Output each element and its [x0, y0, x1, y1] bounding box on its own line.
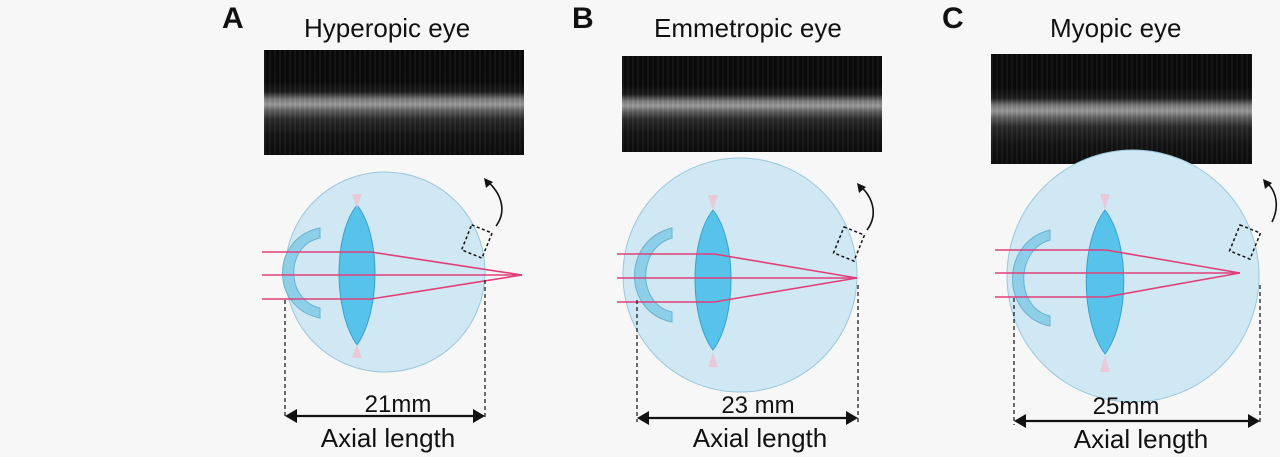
panel-emmetropic: B Emmetropic eye 23 mm Axial length	[572, 2, 882, 453]
axial-length-value: 25mm	[1092, 393, 1160, 420]
ciliary-marker-top	[1100, 194, 1110, 210]
axial-length-label: Axial length	[1073, 424, 1209, 454]
rotate-arrow-icon	[1265, 181, 1278, 223]
eyeball	[622, 157, 858, 393]
ciliary-marker-top	[352, 194, 362, 208]
panel-hyperopic: A Hyperopic eye 21mm Axial length	[0, 0, 524, 457]
eyeball	[1006, 149, 1260, 403]
light-rays	[995, 249, 1241, 298]
axial-length-label: Axial length	[692, 423, 828, 453]
cornea	[282, 227, 321, 319]
lens	[694, 209, 732, 351]
light-rays	[262, 251, 523, 300]
panel-letter: C	[942, 2, 964, 35]
eye-diagram	[262, 171, 523, 423]
panel-title: Hyperopic eye	[304, 13, 471, 43]
light-rays	[617, 253, 858, 303]
ciliary-marker-bottom	[352, 344, 362, 358]
cornea	[1012, 229, 1051, 327]
panel-title: Myopic eye	[1050, 13, 1182, 43]
panel-letter: A	[222, 2, 244, 35]
axial-length-label: Axial length	[320, 423, 456, 453]
axial-length-value: 21mm	[364, 391, 432, 418]
ciliary-marker-bottom	[708, 352, 718, 367]
oct-scan-image	[622, 56, 882, 152]
oct-scan-image	[264, 50, 524, 155]
eye-diagram	[617, 157, 875, 425]
panel-letter: B	[572, 2, 594, 35]
axial-length-value: 23 mm	[721, 392, 795, 419]
retina-box	[460, 223, 494, 260]
ciliary-marker-top	[708, 195, 718, 210]
retina-box	[832, 225, 866, 263]
ciliary-marker-bottom	[1100, 356, 1110, 372]
oct-scan-image	[991, 54, 1252, 164]
panel-title: Emmetropic eye	[654, 13, 842, 43]
cornea	[634, 227, 673, 323]
